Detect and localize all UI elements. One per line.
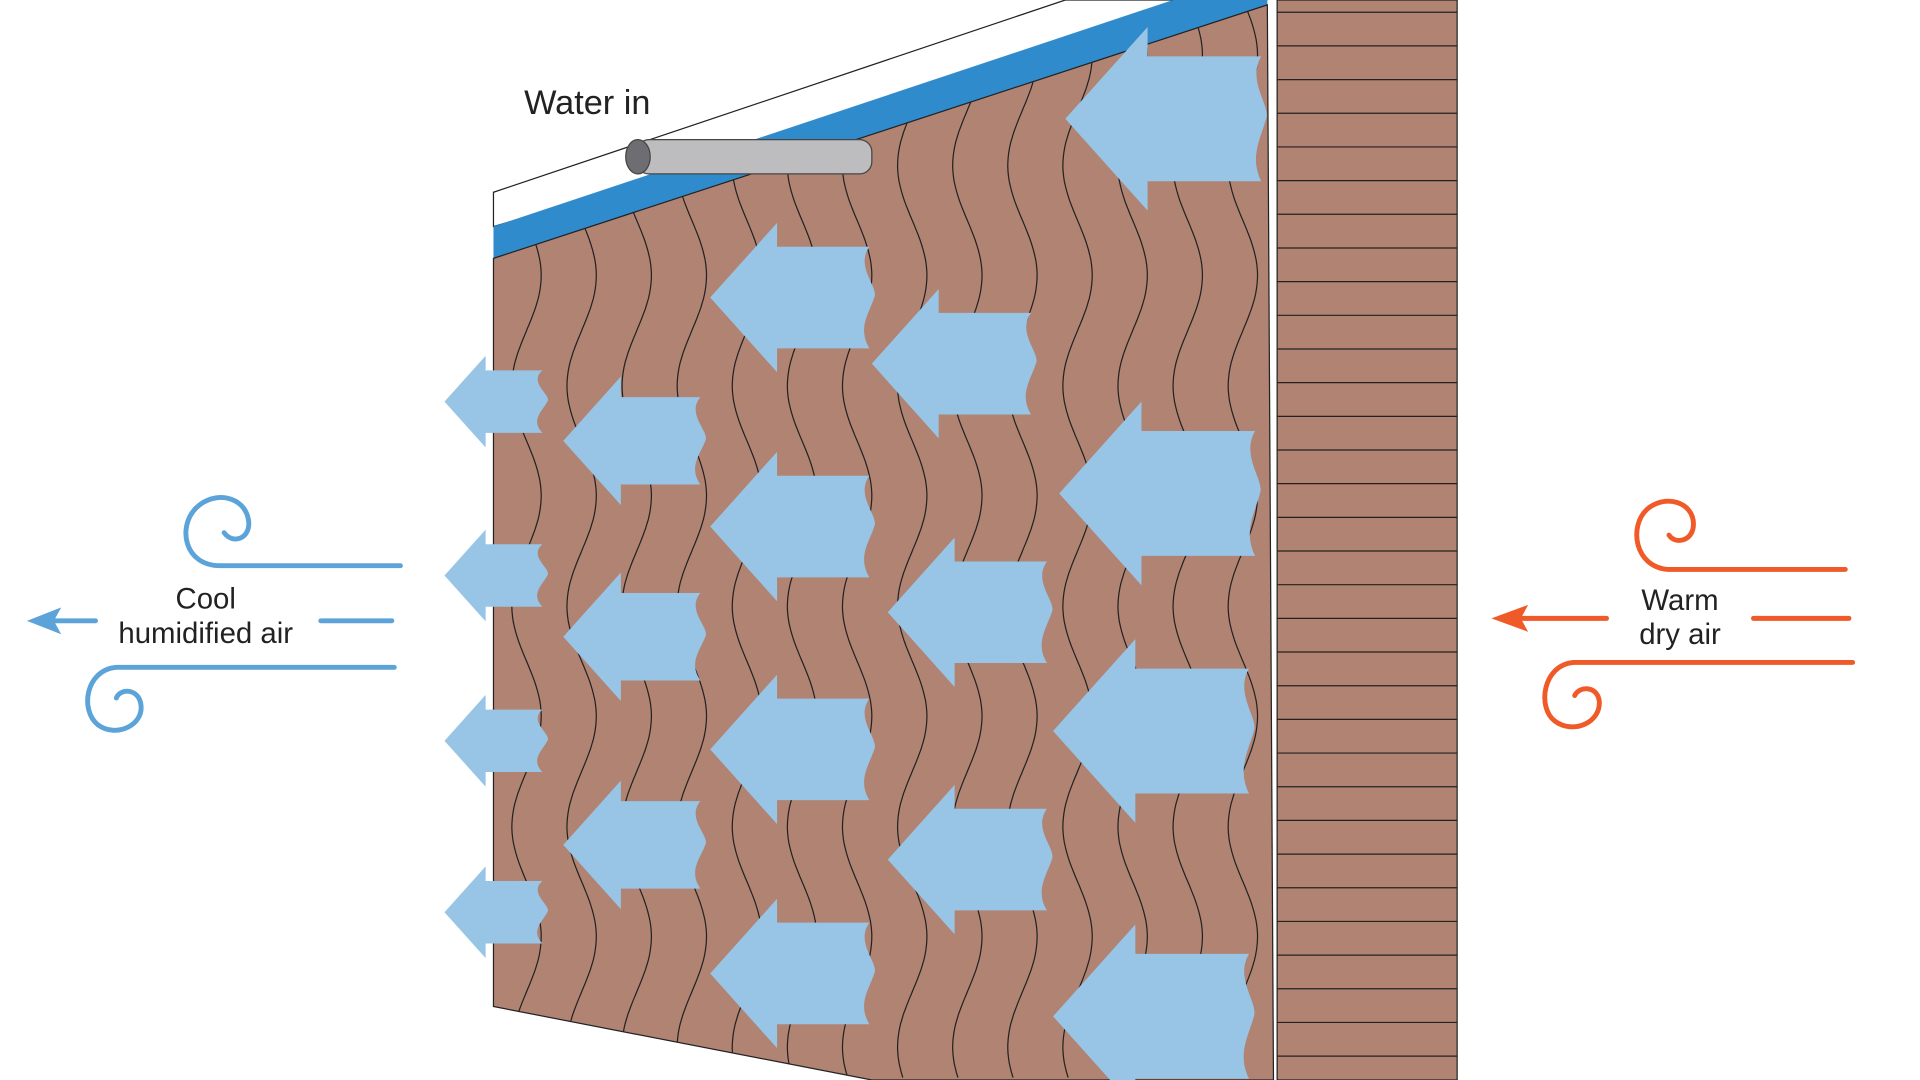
- airflow-arrow: [563, 780, 706, 910]
- airflow-arrow: [871, 288, 1037, 439]
- airflow-arrow: [1053, 924, 1255, 1080]
- airflow-arrow: [710, 451, 875, 602]
- airflow-arrow: [1059, 401, 1261, 586]
- airflow-arrow: [444, 866, 549, 959]
- pad-side-panel: [1276, 0, 1458, 1080]
- water-in-label: Water in: [524, 84, 650, 122]
- airflow-arrow: [710, 674, 875, 825]
- warm-air-label-line2: dry air: [1639, 618, 1721, 651]
- airflow-arrow: [710, 222, 875, 373]
- corrugation-line: [896, 4, 928, 1078]
- warm-air-icon: [1491, 498, 1856, 730]
- warm-air-label-line1: Warm: [1641, 584, 1718, 617]
- airflow-arrow: [1065, 26, 1267, 211]
- warm-air-arrowhead: [1491, 604, 1529, 632]
- airflow-arrow: [563, 376, 706, 506]
- airflow-arrow: [887, 537, 1053, 687]
- cool-air-label-line1: Cool: [176, 583, 236, 616]
- cool-air-icon: [26, 495, 403, 733]
- airflow-arrows: [444, 26, 1267, 1080]
- airflow-arrow: [444, 529, 549, 622]
- corrugation-line: [1062, 4, 1093, 1078]
- airflow-arrow: [1053, 639, 1255, 823]
- cool-air-arrowhead: [26, 607, 62, 635]
- airflow-arrow: [563, 572, 706, 702]
- airflow-arrow: [710, 898, 875, 1049]
- cool-air-label-line2: humidified air: [118, 617, 293, 650]
- airflow-arrow: [887, 784, 1053, 935]
- airflow-arrow: [444, 694, 549, 787]
- pipe-end: [625, 138, 651, 175]
- water-inlet-pipe: [625, 138, 873, 175]
- airflow-arrow: [444, 355, 549, 448]
